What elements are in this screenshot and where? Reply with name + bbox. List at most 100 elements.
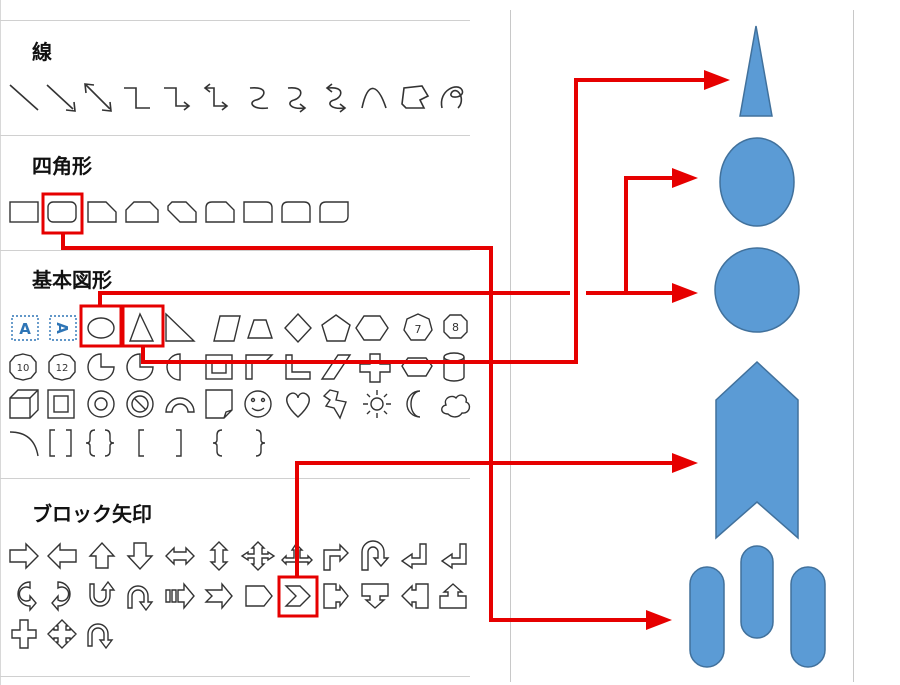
right-arrow-callout-icon[interactable]: [323, 583, 349, 609]
curved-arrow-connector-icon[interactable]: [287, 87, 307, 113]
round-same-side-rectangle-icon[interactable]: [281, 201, 311, 223]
block-arc-icon[interactable]: [165, 397, 195, 413]
u-turn-arrow-icon[interactable]: [361, 540, 390, 571]
can-icon[interactable]: [443, 352, 465, 382]
left-up-arrow-icon[interactable]: [400, 543, 427, 570]
double-brace-icon[interactable]: [85, 429, 115, 457]
snip-same-side-rectangle-icon[interactable]: [125, 201, 159, 223]
heart-icon[interactable]: [286, 392, 310, 418]
right-brace-icon[interactable]: [255, 429, 266, 457]
parallelogram-icon[interactable]: [213, 315, 241, 342]
elbow-connector-icon[interactable]: [124, 87, 150, 109]
arrow-head-icon: [672, 283, 698, 303]
section-title-basic-shapes: 基本図形: [32, 268, 112, 292]
smiley-face-icon[interactable]: [244, 390, 272, 418]
triangle-icon[interactable]: [128, 312, 155, 342]
quad-arrow-icon[interactable]: [240, 541, 276, 571]
left-arrow-icon[interactable]: [47, 542, 77, 570]
pentagon-icon[interactable]: [321, 314, 351, 342]
elbow-arrow-connector-icon[interactable]: [164, 87, 191, 111]
oval-icon[interactable]: [87, 317, 115, 339]
right-triangle-icon[interactable]: [165, 312, 196, 342]
round-diagonal-rectangle-icon[interactable]: [319, 201, 349, 223]
pie-icon[interactable]: [87, 353, 115, 381]
snip-round-rectangle-icon[interactable]: [205, 201, 235, 223]
diamond-icon[interactable]: [284, 312, 312, 344]
right-bracket-icon[interactable]: [176, 429, 182, 457]
elbow-double-arrow-connector-icon[interactable]: [203, 83, 229, 111]
up-arrow-icon[interactable]: [88, 541, 116, 569]
left-right-arrow-icon[interactable]: [165, 546, 195, 566]
quad-arrow-callout-icon[interactable]: [47, 619, 77, 649]
lightning-bolt-icon[interactable]: [322, 389, 347, 420]
scribble-icon[interactable]: [440, 86, 464, 109]
octagon-icon[interactable]: [443, 314, 468, 339]
arc-icon[interactable]: [9, 431, 39, 457]
bent-arrow-icon[interactable]: [323, 543, 349, 571]
right-arrow-icon[interactable]: [9, 542, 39, 570]
curved-down-arrow-icon[interactable]: [127, 585, 154, 612]
striped-right-arrow-icon[interactable]: [165, 582, 195, 610]
text-box-icon[interactable]: A: [11, 315, 39, 341]
moon-icon[interactable]: [406, 390, 421, 418]
line-icon[interactable]: [9, 84, 39, 111]
curved-right-arrow-icon[interactable]: [17, 581, 37, 612]
curved-connector-icon[interactable]: [249, 87, 269, 110]
canvas-rounded-rect-center[interactable]: [740, 545, 774, 639]
up-arrow-callout-icon[interactable]: [439, 583, 467, 609]
heptagon-icon[interactable]: [403, 313, 433, 341]
trapezoid-icon[interactable]: [247, 319, 273, 339]
vertical-text-box-icon[interactable]: A: [49, 315, 77, 341]
left-brace-icon[interactable]: [212, 429, 223, 457]
cloud-icon[interactable]: [441, 394, 471, 418]
l-shape-icon[interactable]: [285, 354, 311, 380]
double-bracket-icon[interactable]: [49, 429, 72, 457]
arrow-line-icon[interactable]: [46, 84, 76, 112]
hexagon-icon[interactable]: [355, 315, 389, 341]
double-arrow-line-icon[interactable]: [84, 83, 112, 112]
left-bracket-icon[interactable]: [138, 429, 144, 457]
canvas-circle[interactable]: [714, 247, 800, 333]
bent-up-arrow-icon[interactable]: [440, 543, 467, 570]
canvas-triangle[interactable]: [739, 25, 773, 117]
canvas-rounded-rect-right[interactable]: [790, 566, 826, 668]
sun-icon[interactable]: [363, 390, 391, 418]
chevron-icon[interactable]: [284, 585, 311, 607]
circular-arrow-icon[interactable]: [87, 623, 114, 650]
down-arrow-icon[interactable]: [126, 542, 154, 571]
curve-icon[interactable]: [361, 87, 387, 109]
dodecagon-icon[interactable]: [48, 353, 76, 381]
curved-left-arrow-icon[interactable]: [51, 581, 71, 612]
canvas-rounded-rect-left[interactable]: [689, 566, 725, 668]
chord-icon[interactable]: [126, 353, 154, 381]
canvas-oval[interactable]: [719, 137, 795, 227]
half-frame-icon[interactable]: [245, 354, 274, 380]
pentagon-arrow-icon[interactable]: [245, 585, 273, 607]
rounded-rectangle-icon[interactable]: [47, 201, 77, 223]
decagon-icon[interactable]: [9, 353, 37, 381]
cube-icon[interactable]: [9, 389, 39, 419]
canvas-pentagon-body[interactable]: [715, 360, 799, 540]
down-arrow-callout-icon[interactable]: [361, 583, 389, 609]
curved-double-arrow-connector-icon[interactable]: [325, 83, 347, 113]
teardrop-icon[interactable]: [166, 353, 181, 381]
frame-icon[interactable]: [205, 354, 233, 380]
freeform-icon[interactable]: [401, 85, 430, 109]
rectangle-icon[interactable]: [9, 201, 39, 223]
divider: [0, 135, 470, 136]
diagonal-stripe-icon[interactable]: [320, 354, 352, 380]
left-arrow-callout-icon[interactable]: [401, 583, 429, 609]
bevel-icon[interactable]: [47, 389, 75, 419]
up-down-arrow-icon[interactable]: [209, 541, 229, 571]
snip-corner-rectangle-icon[interactable]: [87, 201, 117, 223]
no-symbol-icon[interactable]: [126, 390, 154, 418]
folded-corner-icon[interactable]: [205, 389, 233, 419]
plaque-icon[interactable]: [401, 357, 433, 377]
left-right-arrow-callout-icon[interactable]: [11, 619, 37, 649]
round-single-corner-rectangle-icon[interactable]: [243, 201, 273, 223]
curved-up-arrow-icon[interactable]: [89, 580, 116, 607]
plus-icon[interactable]: [359, 353, 391, 383]
notched-right-arrow-icon[interactable]: [204, 582, 233, 610]
donut-icon[interactable]: [87, 390, 115, 418]
snip-diagonal-rectangle-icon[interactable]: [167, 201, 197, 223]
